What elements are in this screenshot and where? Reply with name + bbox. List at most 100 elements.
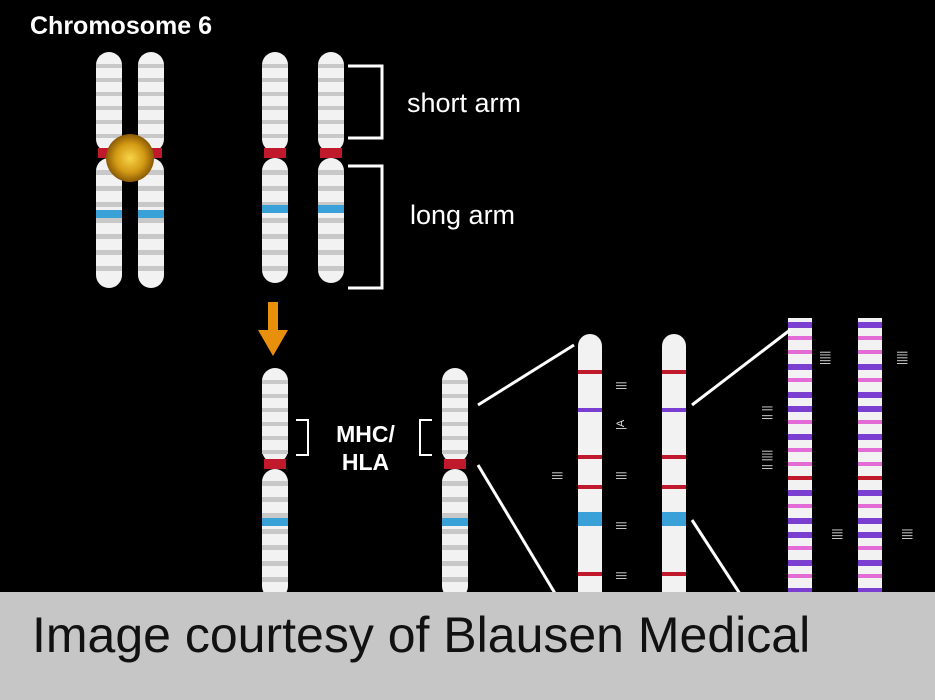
band <box>262 92 288 96</box>
band <box>262 234 288 239</box>
long-arm-label: long arm <box>410 200 516 230</box>
band <box>662 370 686 374</box>
credit-bar <box>0 592 935 700</box>
band <box>788 518 812 524</box>
band <box>96 234 122 239</box>
band <box>138 210 164 218</box>
band <box>96 106 122 110</box>
band <box>96 250 122 255</box>
zoom-strip-b <box>662 334 686 614</box>
band <box>318 234 344 239</box>
separated-chromatid-a <box>262 52 288 283</box>
band <box>262 450 288 454</box>
connector-line <box>691 328 791 407</box>
band <box>858 434 882 440</box>
band-annotation: ||| <box>615 571 627 580</box>
band <box>858 574 882 578</box>
band <box>662 408 686 412</box>
band <box>138 92 164 96</box>
band <box>138 266 164 271</box>
band <box>262 170 288 175</box>
gene-map-strip-a <box>788 318 812 618</box>
band-annotation: ||||| <box>896 351 908 365</box>
image-credit: Image courtesy of Blausen Medical <box>32 607 811 663</box>
band <box>138 64 164 68</box>
band-annotation: ||| <box>615 381 627 390</box>
sister-chromatid-left <box>96 52 122 288</box>
band <box>262 561 288 566</box>
band <box>96 202 122 207</box>
band <box>138 78 164 82</box>
band <box>262 529 288 534</box>
diagram-title: Chromosome 6 <box>30 12 212 40</box>
band <box>262 545 288 550</box>
band <box>318 170 344 175</box>
band <box>96 218 122 223</box>
short-arm-bracket <box>348 64 384 140</box>
band <box>442 497 468 502</box>
separated-chromatid-b <box>318 52 344 283</box>
band <box>788 462 812 466</box>
band <box>262 78 288 82</box>
band <box>578 408 602 412</box>
band <box>96 134 122 138</box>
band <box>442 380 468 384</box>
band <box>858 462 882 466</box>
band <box>442 394 468 398</box>
band <box>442 408 468 412</box>
band <box>788 448 812 452</box>
band <box>96 120 122 124</box>
band-annotation: ||| <box>615 521 627 530</box>
strip-body <box>788 318 812 618</box>
band <box>858 504 882 508</box>
band <box>318 134 344 138</box>
band <box>318 186 344 191</box>
mhc-label-line2: HLA <box>341 449 390 475</box>
band <box>262 250 288 255</box>
band <box>96 64 122 68</box>
band <box>138 186 164 191</box>
band <box>858 588 882 594</box>
short-arm <box>96 52 122 152</box>
band <box>858 518 882 524</box>
band <box>96 266 122 271</box>
band <box>788 476 812 480</box>
band <box>262 120 288 124</box>
band <box>262 497 288 502</box>
band <box>858 560 882 566</box>
strip-body <box>662 334 686 614</box>
chromosomes-layer <box>96 52 882 618</box>
band <box>662 572 686 576</box>
band <box>262 513 288 518</box>
band <box>262 205 288 213</box>
band <box>318 250 344 255</box>
band <box>442 513 468 518</box>
band-annotations: ||| |A ||| ||| ||| ||| ||||| ||||| || ||… <box>551 351 913 580</box>
band <box>442 518 468 526</box>
band <box>96 170 122 175</box>
band <box>262 408 288 412</box>
band <box>138 234 164 239</box>
band <box>442 436 468 440</box>
connector-line <box>476 464 567 611</box>
centromere-glow <box>106 134 154 182</box>
band <box>262 134 288 138</box>
band <box>138 120 164 124</box>
band <box>788 406 812 412</box>
band <box>858 364 882 370</box>
band <box>858 350 882 354</box>
band <box>442 529 468 534</box>
band <box>788 588 812 594</box>
band <box>318 78 344 82</box>
band <box>662 455 686 459</box>
band <box>138 202 164 207</box>
band <box>262 266 288 271</box>
band <box>578 370 602 374</box>
band <box>318 266 344 271</box>
band <box>788 434 812 440</box>
centromere <box>444 459 466 469</box>
band <box>262 518 288 526</box>
mhc-bracket-left <box>296 419 309 456</box>
band <box>578 455 602 459</box>
